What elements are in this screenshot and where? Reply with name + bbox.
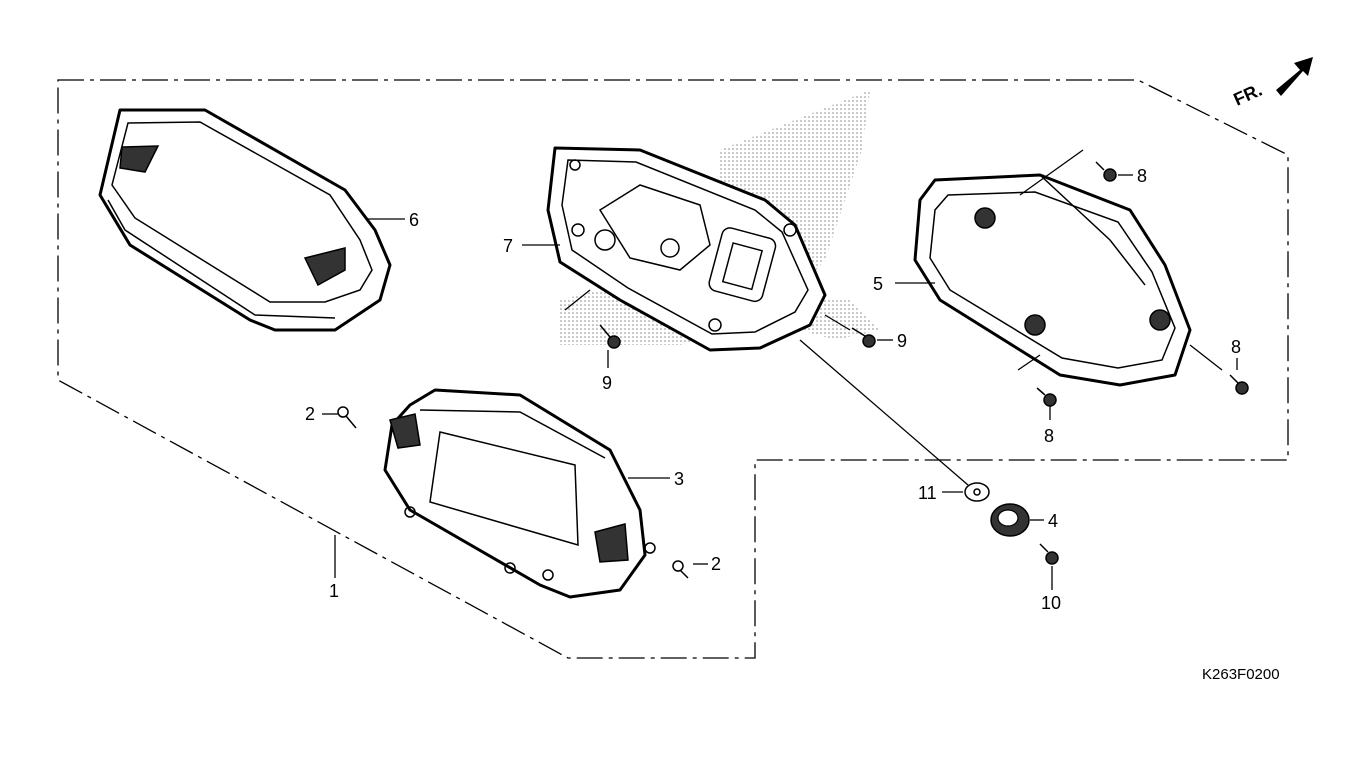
callout-8-right: 8 xyxy=(1231,337,1241,357)
screw-part-8-bottom-left xyxy=(1036,387,1057,407)
screw-part-10 xyxy=(1039,543,1059,565)
meter-case-part-7 xyxy=(546,90,880,352)
screw-part-9-left xyxy=(599,324,621,349)
callout-1: 1 xyxy=(329,581,339,601)
callout-10: 10 xyxy=(1041,593,1061,613)
screw-part-9-right xyxy=(851,327,876,348)
callout-11: 11 xyxy=(918,483,937,503)
callout-5: 5 xyxy=(873,274,883,294)
assembly-boundary xyxy=(57,79,1289,659)
callout-9-left: 9 xyxy=(602,373,612,393)
washer-part-11 xyxy=(964,482,990,502)
meter-display-part-3 xyxy=(383,388,656,599)
callout-2-upper: 2 xyxy=(305,404,315,424)
screw-part-2-upper xyxy=(337,406,357,429)
grommet-part-4 xyxy=(990,503,1030,537)
callout-9-right: 9 xyxy=(897,331,907,351)
callout-3: 3 xyxy=(674,469,684,489)
callout-7: 7 xyxy=(503,236,513,256)
callout-8-top: 8 xyxy=(1137,166,1147,186)
callout-6: 6 xyxy=(409,210,419,230)
screw-part-8-top xyxy=(1095,161,1117,182)
leader-lines xyxy=(322,149,1238,590)
drawing-code: K263F0200 xyxy=(1202,666,1280,683)
callout-4: 4 xyxy=(1048,511,1058,531)
front-direction-indicator: FR. xyxy=(1230,57,1313,110)
callout-8-bottom-left: 8 xyxy=(1044,426,1054,446)
callout-2-lower: 2 xyxy=(711,554,721,574)
screw-part-8-right xyxy=(1229,374,1249,395)
front-direction-label: FR. xyxy=(1230,80,1265,110)
screw-part-2-lower xyxy=(672,560,689,579)
meter-lens-part-6 xyxy=(98,108,392,332)
front-arrow-icon xyxy=(1276,57,1313,96)
meter-back-cover-part-5 xyxy=(913,173,1192,387)
